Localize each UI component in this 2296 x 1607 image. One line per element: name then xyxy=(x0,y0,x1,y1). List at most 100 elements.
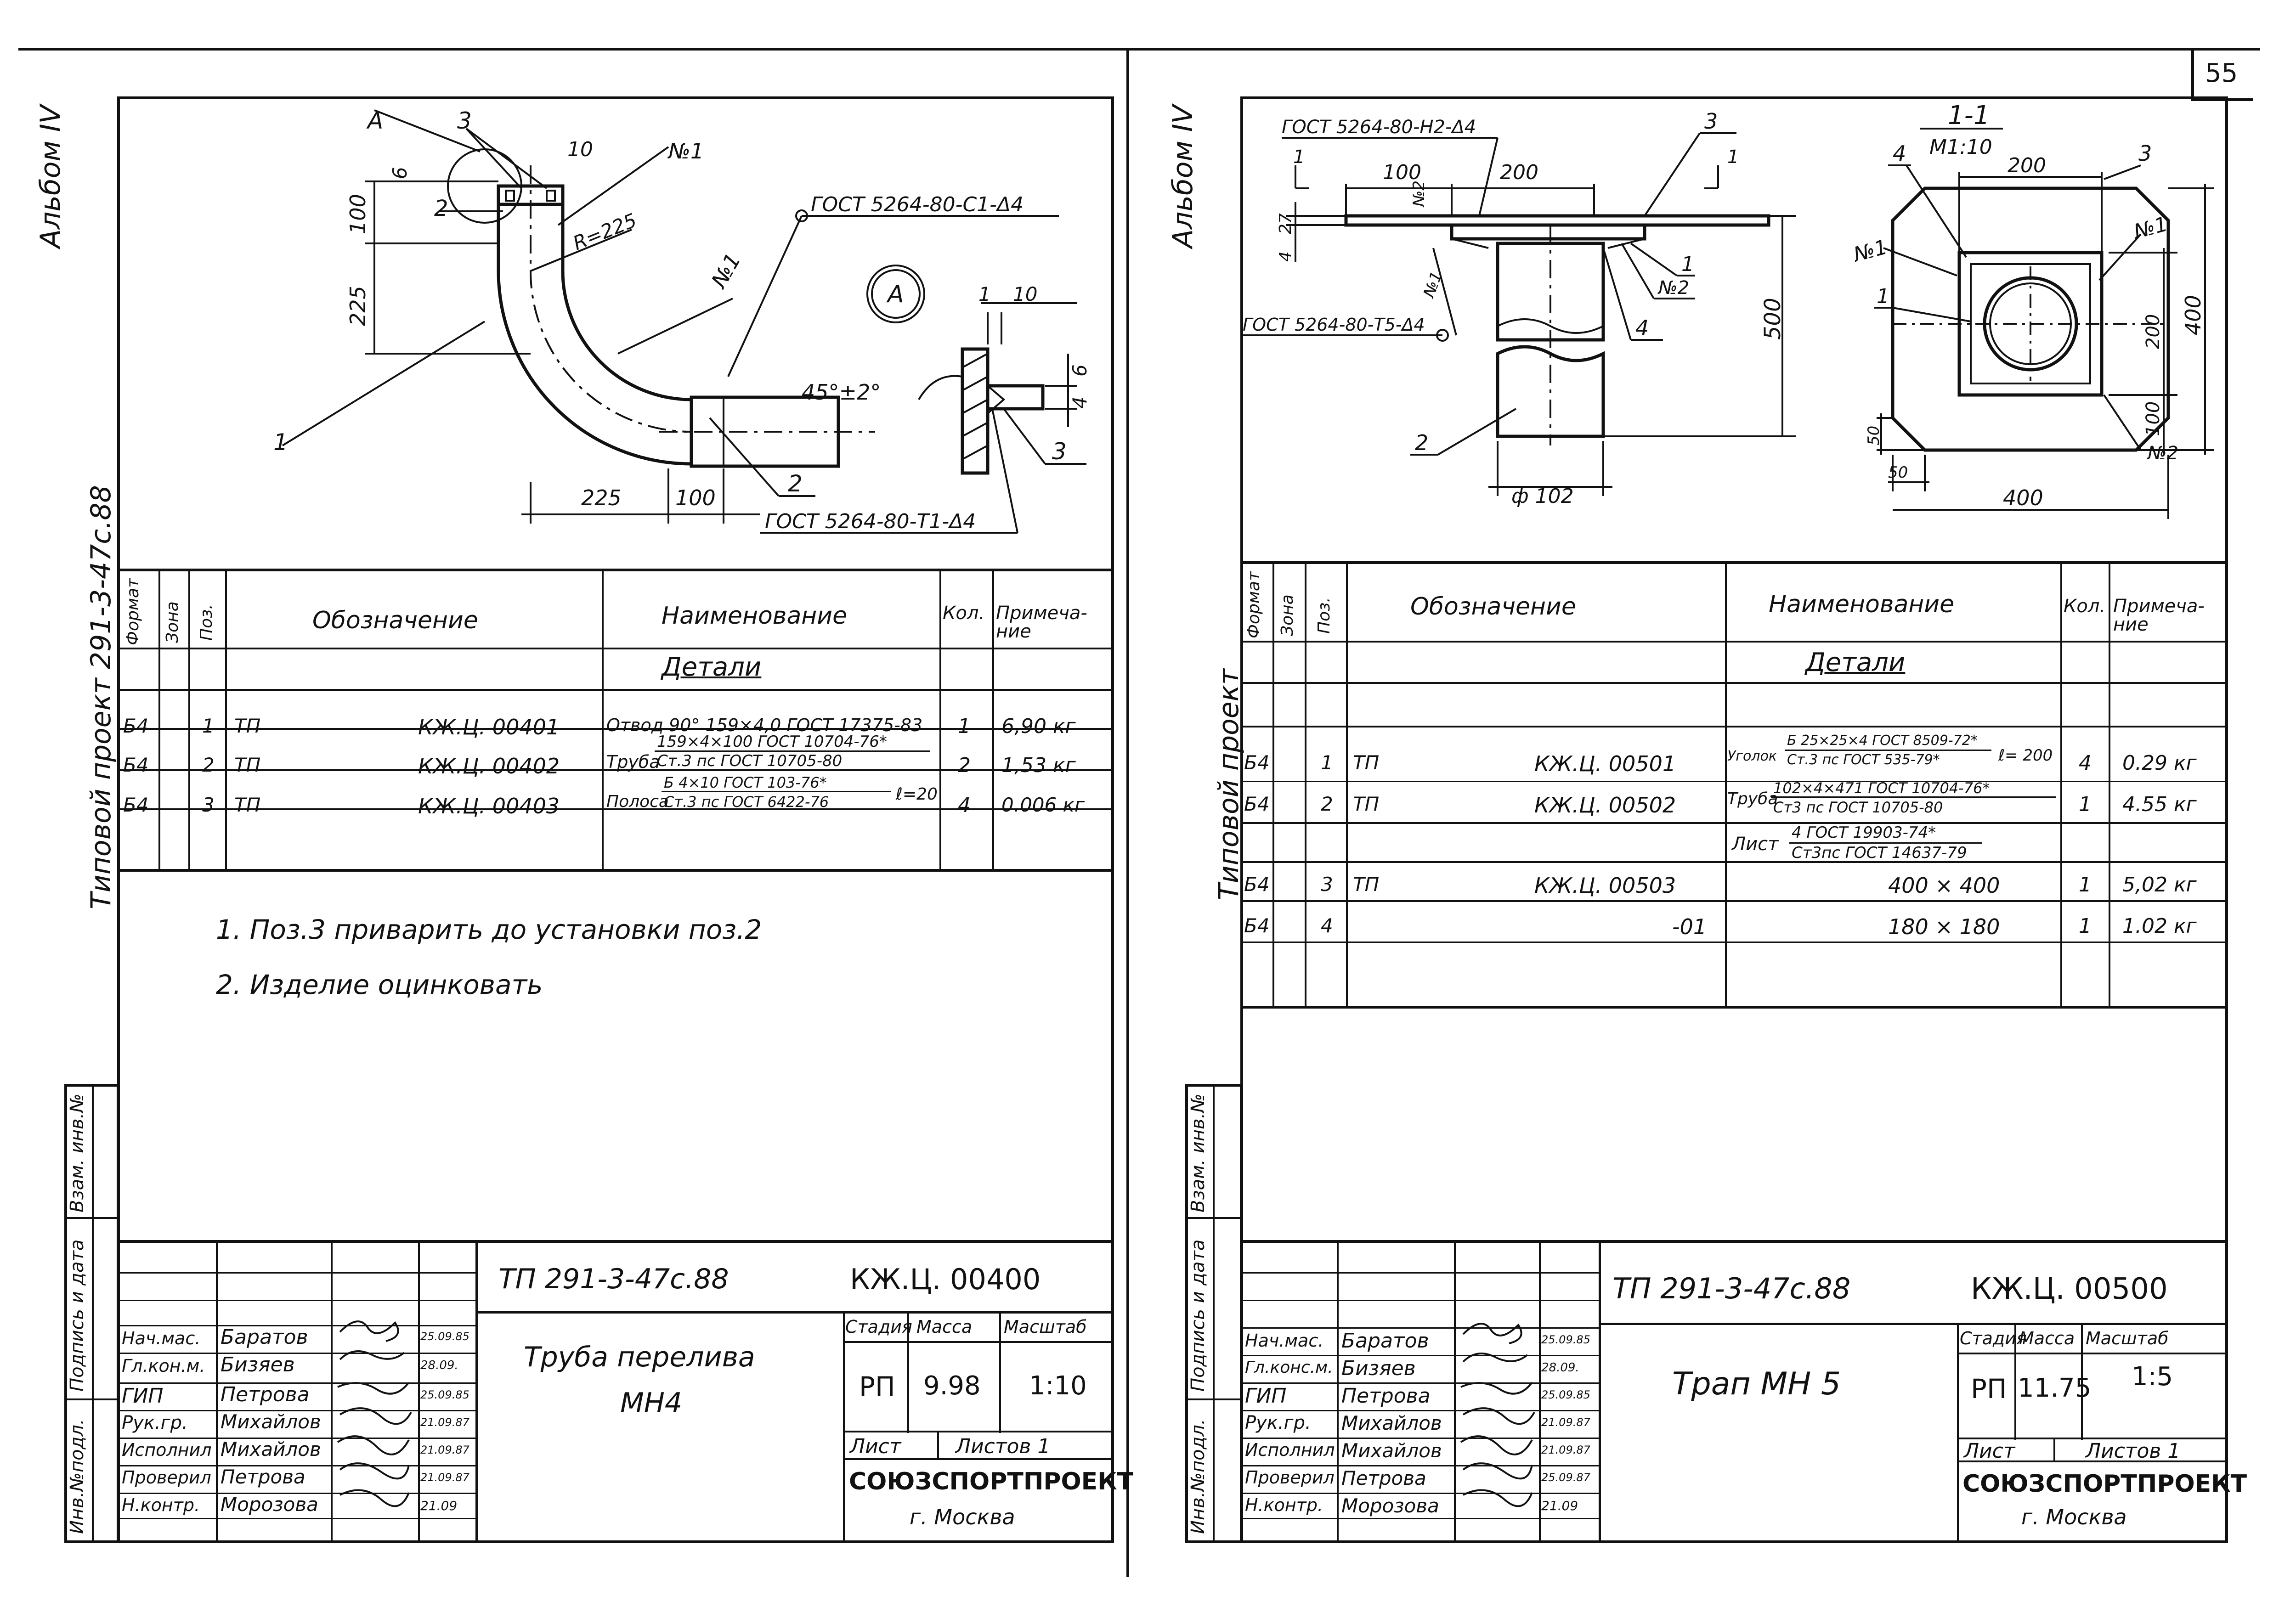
row3-tp: ТП xyxy=(234,794,261,816)
plan-50h: 50 xyxy=(1888,463,1908,482)
row3-format: Б4 xyxy=(123,794,149,816)
r-row5-name: 180 × 180 xyxy=(1888,914,2000,939)
left-scale: 1:10 xyxy=(1029,1371,1087,1401)
right-h-stage: Стадия xyxy=(1960,1328,2027,1348)
left-p2-name: Бизяев xyxy=(221,1353,295,1376)
plan-3: 3 xyxy=(2138,141,2152,166)
right-p7-name: Морозова xyxy=(1341,1494,1439,1517)
row2-format: Б4 xyxy=(123,754,149,776)
right-p4-name: Михайлов xyxy=(1341,1412,1442,1434)
r-row4-name: 400 × 400 xyxy=(1888,873,2000,898)
left-p5-role: Исполнил xyxy=(122,1440,212,1460)
right-p4-role: Рук.гр. xyxy=(1245,1412,1311,1433)
right-p7-role: Н.контр. xyxy=(1245,1495,1323,1515)
left-h-mass: Масса xyxy=(916,1317,973,1337)
row3-code: КЖ.Ц. 00403 xyxy=(418,794,560,818)
page-number: 55 xyxy=(2205,58,2238,88)
dim-6b: 6 xyxy=(1069,364,1091,377)
row3-name-a: Полоса xyxy=(606,792,669,811)
leader-4: 4 xyxy=(1635,316,1649,340)
detail-a-label-circle xyxy=(866,265,925,323)
leader-2-top: 2 xyxy=(434,196,448,221)
left-city: г. Москва xyxy=(910,1505,1015,1529)
left-h-scale: Масштаб xyxy=(1004,1317,1087,1337)
sheet-divider xyxy=(1126,48,1129,1577)
plan-50v: 50 xyxy=(1865,426,1883,445)
r-row3-name-a: Лист xyxy=(1732,834,1779,855)
sec-1a: 1 xyxy=(1293,147,1305,168)
right-p5-name: Михайлов xyxy=(1341,1439,1442,1462)
left-stage: РП xyxy=(859,1371,895,1402)
note-1: 1. Поз.3 приварить до установки поз.2 xyxy=(216,914,762,945)
r-row4-code: КЖ.Ц. 00503 xyxy=(1534,873,1676,898)
left-p7-name: Морозова xyxy=(221,1493,318,1516)
right-h-mass: Масса xyxy=(2019,1328,2075,1348)
row3-note: 0.006 кг xyxy=(1001,794,1085,816)
left-sheet: Лист xyxy=(850,1435,901,1458)
row3-pos: 3 xyxy=(202,794,215,816)
left-p6-date: 21.09.87 xyxy=(420,1471,469,1484)
row1-qty: 1 xyxy=(958,715,971,738)
elbow-axis xyxy=(530,165,692,433)
row1-note: 6,90 кг xyxy=(1001,715,1076,738)
left-mass: 9.98 xyxy=(923,1371,981,1401)
left-drawing: 100 225 225 100 R=225 А 3 10 №1 2 6 №1 1… xyxy=(273,107,1091,534)
right-p2-date: 28.09. xyxy=(1541,1361,1579,1375)
leader-3b: 3 xyxy=(1052,438,1067,465)
right-p7-date: 21.09 xyxy=(1541,1498,1578,1513)
plan-n1b: №1 xyxy=(2130,212,2170,244)
leader-3: 3 xyxy=(1704,109,1718,134)
r-row5-qty: 1 xyxy=(2079,914,2092,938)
dim-1: 1 xyxy=(978,283,991,305)
left-p7-role: Н.контр. xyxy=(122,1495,200,1515)
r-row5-code: -01 xyxy=(1672,914,1707,939)
plan-1: 1 xyxy=(1877,285,1889,308)
dim-27: 27 xyxy=(1276,213,1295,234)
row2-pos: 2 xyxy=(202,754,215,776)
dim-4: 4 xyxy=(1069,396,1091,409)
right-project-code: ТП 291-3-47с.88 xyxy=(1612,1272,1851,1305)
left-p1-name: Баратов xyxy=(221,1325,308,1349)
dim-100-h: 100 xyxy=(675,485,716,510)
right-p2-role: Гл.конс.м. xyxy=(1245,1358,1333,1377)
gost-c1: ГОСТ 5264-80-С1-Δ4 xyxy=(811,193,1024,216)
plan-400h: 400 xyxy=(2003,485,2043,510)
plan-n2: №2 xyxy=(2147,443,2178,464)
r-row2-qty: 1 xyxy=(2079,793,2092,816)
gost-t1: ГОСТ 5264-80-Т1-Δ4 xyxy=(765,510,976,533)
r-row4-format: Б4 xyxy=(1244,873,1270,896)
left-h-stage: Стадия xyxy=(845,1317,912,1337)
plan-4: 4 xyxy=(1893,141,1906,166)
leader-3: 3 xyxy=(457,107,472,134)
left-project-code: ТП 291-3-47с.88 xyxy=(498,1263,729,1295)
plan-200v: 200 xyxy=(2143,314,2164,349)
section-label: 1-1 xyxy=(1948,101,1990,130)
row1-tp: ТП xyxy=(234,715,261,737)
plan-200: 200 xyxy=(2008,154,2046,177)
sec-1b: 1 xyxy=(1727,147,1739,168)
r-row1-name-c: ℓ= 200 xyxy=(1998,746,2053,765)
r-col-pos: Поз. xyxy=(1315,597,1334,634)
top-border xyxy=(18,48,2260,51)
right-p3-date: 25.09.85 xyxy=(1541,1388,1590,1401)
dim-225-v: 225 xyxy=(345,286,370,326)
right-sheets: Листов 1 xyxy=(2086,1439,2181,1463)
row3-name-c: ℓ=20 xyxy=(896,785,938,804)
left-p5-name: Михайлов xyxy=(221,1438,321,1460)
left-p7-date: 21.09 xyxy=(420,1498,458,1513)
left-p3-name: Петрова xyxy=(221,1383,310,1406)
right-p6-role: Проверил xyxy=(1245,1467,1335,1488)
row3-name-top: Б 4×10 ГОСТ 103-76* xyxy=(664,774,827,791)
dim-radius: R=225 xyxy=(570,209,639,255)
left-p3-role: ГИП xyxy=(122,1384,164,1408)
right-p3-name: Петрова xyxy=(1341,1384,1431,1408)
right-sheet: Лист xyxy=(1964,1439,2015,1463)
dim-d102: ф 102 xyxy=(1511,485,1574,508)
r-row1-qty: 4 xyxy=(2079,751,2092,775)
dim-6: 6 xyxy=(389,167,411,179)
r-section-details: Детали xyxy=(1805,648,1906,677)
right-p4-date: 21.09.87 xyxy=(1541,1416,1590,1429)
dim-100-v: 100 xyxy=(345,194,370,234)
r-row1-pos: 1 xyxy=(1321,751,1333,774)
r-row1-name-bot: Ст.3 пс ГОСТ 535-79* xyxy=(1787,752,1940,768)
